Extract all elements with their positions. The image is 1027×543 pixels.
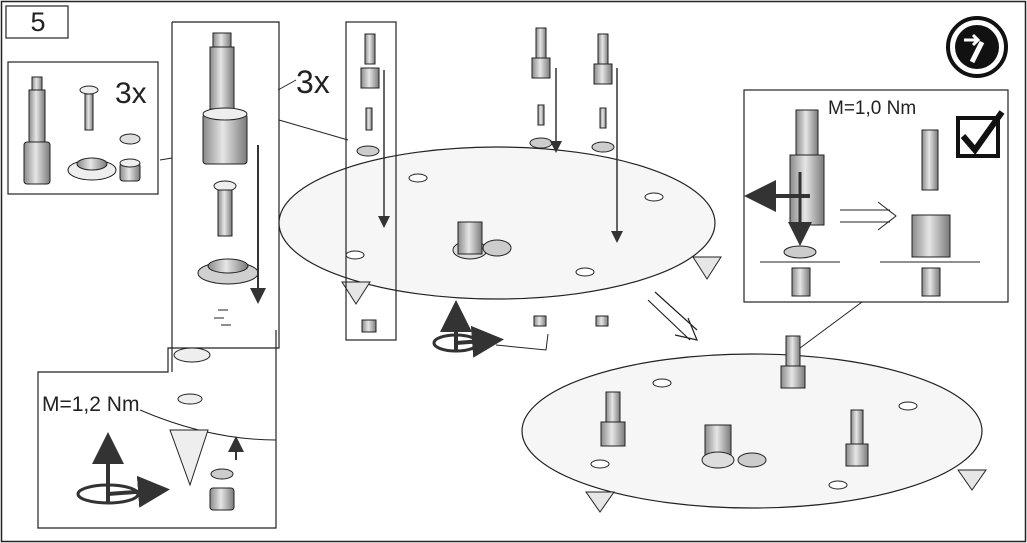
checkmark-box-icon <box>956 110 1005 158</box>
callout-line <box>159 157 173 161</box>
bottom-plate <box>521 335 987 513</box>
top-plate <box>278 146 722 305</box>
check-detail-box <box>743 89 1009 349</box>
nut-torque-label: M=1,2 Nm <box>42 393 140 416</box>
callout-line <box>278 119 349 141</box>
rotate-arrow <box>432 300 549 358</box>
exploded-quantity-label: 3x <box>296 64 330 100</box>
exploded-detail-panel <box>37 21 280 529</box>
direction-arrow <box>647 291 698 341</box>
exploded-column-box <box>345 21 397 341</box>
parts-quantity-label: 3x <box>115 77 147 110</box>
step-number-box <box>5 5 69 39</box>
step-number: 5 <box>30 6 46 37</box>
callout-line <box>277 79 297 91</box>
standoff-torque-label: M=1,0 Nm <box>828 98 917 119</box>
screwdriver-circle-icon <box>946 16 1008 78</box>
nut-detail <box>76 393 277 511</box>
parts-box <box>7 61 159 195</box>
standoff-group <box>529 27 623 327</box>
